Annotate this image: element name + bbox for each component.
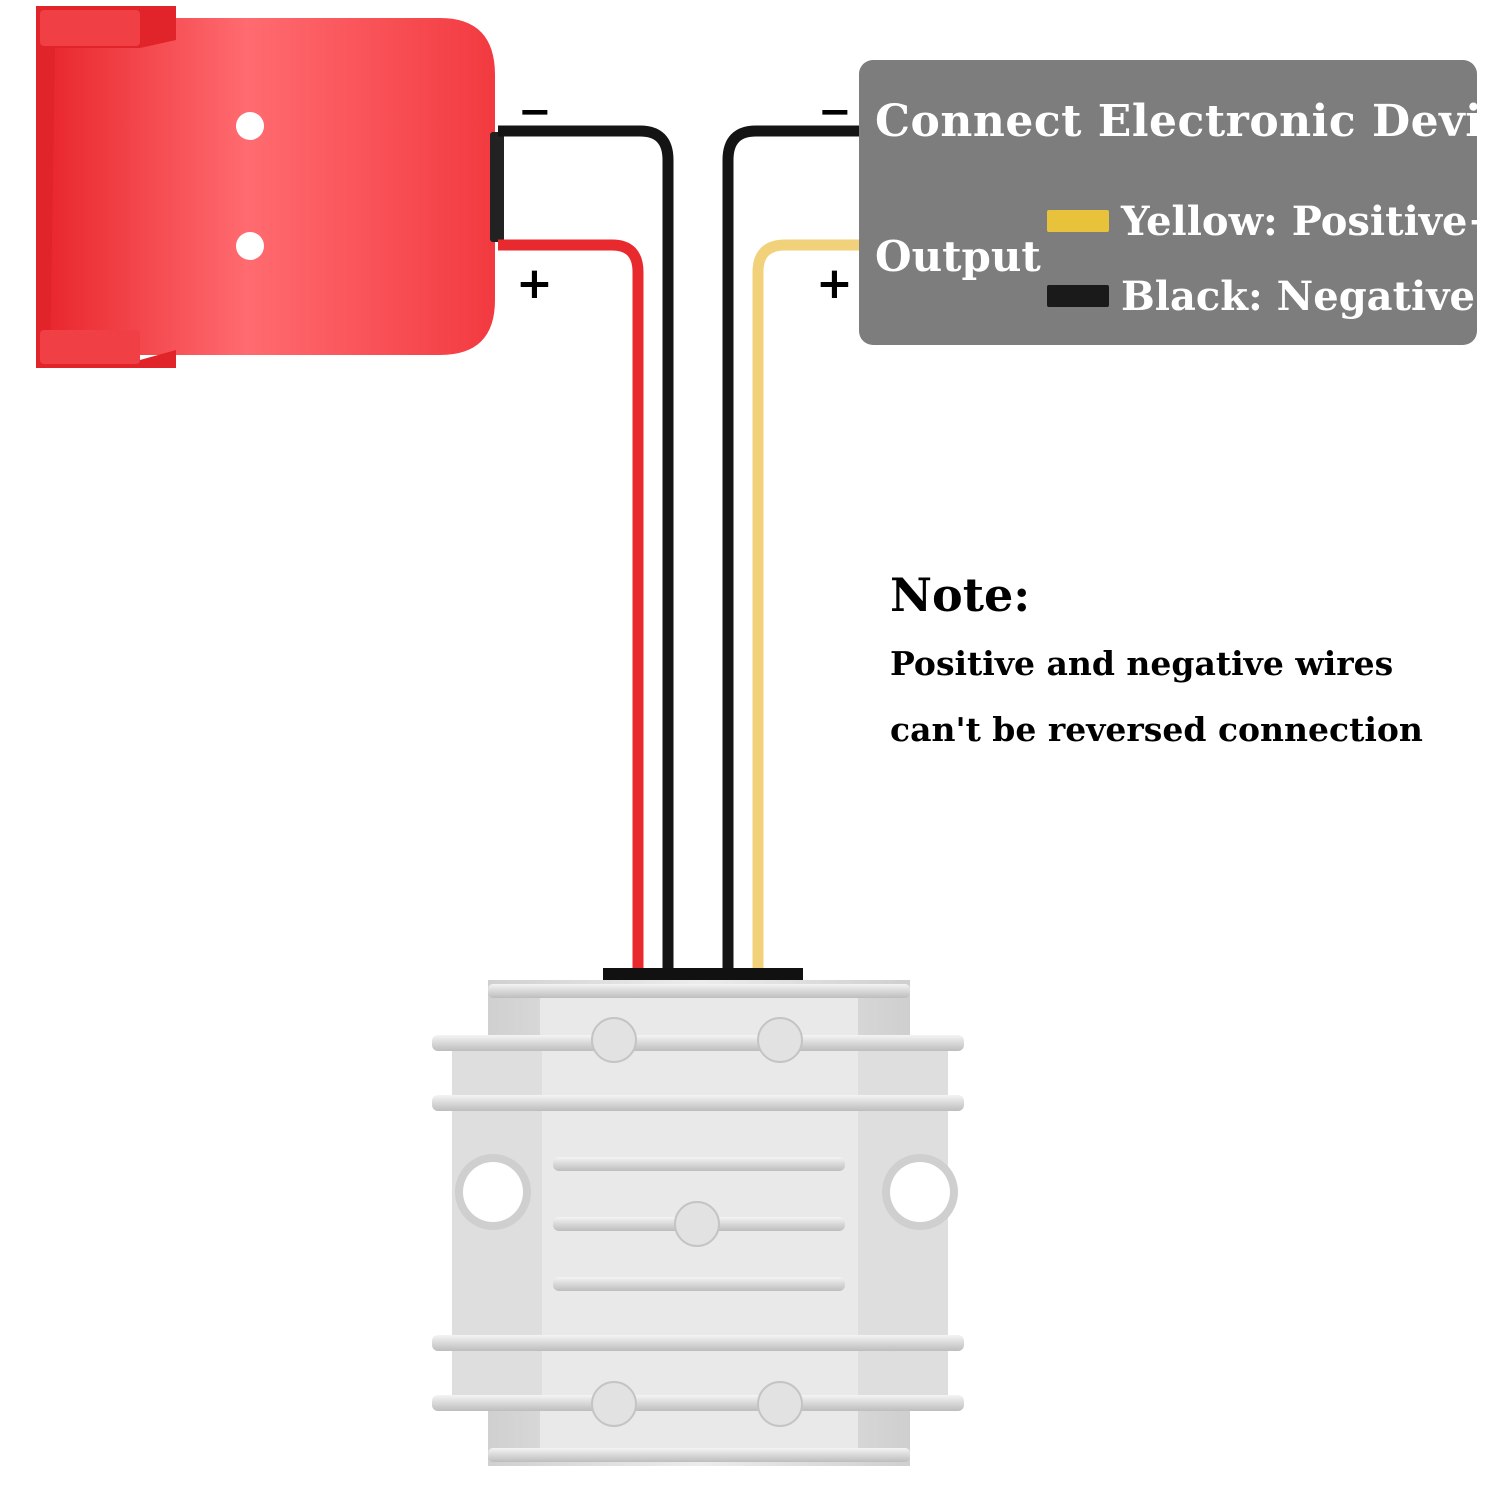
wires	[498, 125, 860, 972]
input-positive-wire	[498, 239, 644, 972]
adapter-switch	[490, 132, 504, 242]
output-negative-sign: −	[818, 89, 852, 135]
note-line-1: Positive and negative wires	[890, 644, 1394, 683]
legend-label-black: Black: Negative-	[1121, 272, 1492, 320]
output-positive-sign: +	[816, 258, 853, 309]
input-positive-sign: +	[516, 258, 553, 309]
legend-item-black: Black: Negative-	[1047, 271, 1492, 321]
battery-adapter	[36, 6, 504, 368]
module-bosses	[591, 1017, 803, 1427]
output-positive-wire	[752, 239, 860, 972]
heatsink-fins	[432, 984, 964, 1462]
legend-label-yellow: Yellow: Positive+	[1121, 197, 1500, 245]
input-negative-sign: −	[518, 89, 552, 135]
black-wire-swatch	[1047, 285, 1109, 307]
output-negative-wire	[722, 125, 860, 972]
adapter-hole-bottom	[236, 232, 264, 260]
output-info-box: Connect Electronic Device Output Yellow:…	[859, 60, 1500, 345]
note-line-2: can't be reversed connection	[890, 710, 1423, 749]
yellow-wire-swatch	[1047, 210, 1109, 232]
legend-item-yellow: Yellow: Positive+	[1047, 196, 1500, 246]
output-label: Output	[875, 232, 1041, 281]
note-title: Note:	[890, 568, 1031, 622]
adapter-hole-top	[236, 112, 264, 140]
output-box-title: Connect Electronic Device	[875, 96, 1500, 147]
dc-converter-module	[432, 968, 964, 1466]
mounting-holes	[455, 1154, 958, 1230]
input-negative-wire	[498, 125, 674, 972]
